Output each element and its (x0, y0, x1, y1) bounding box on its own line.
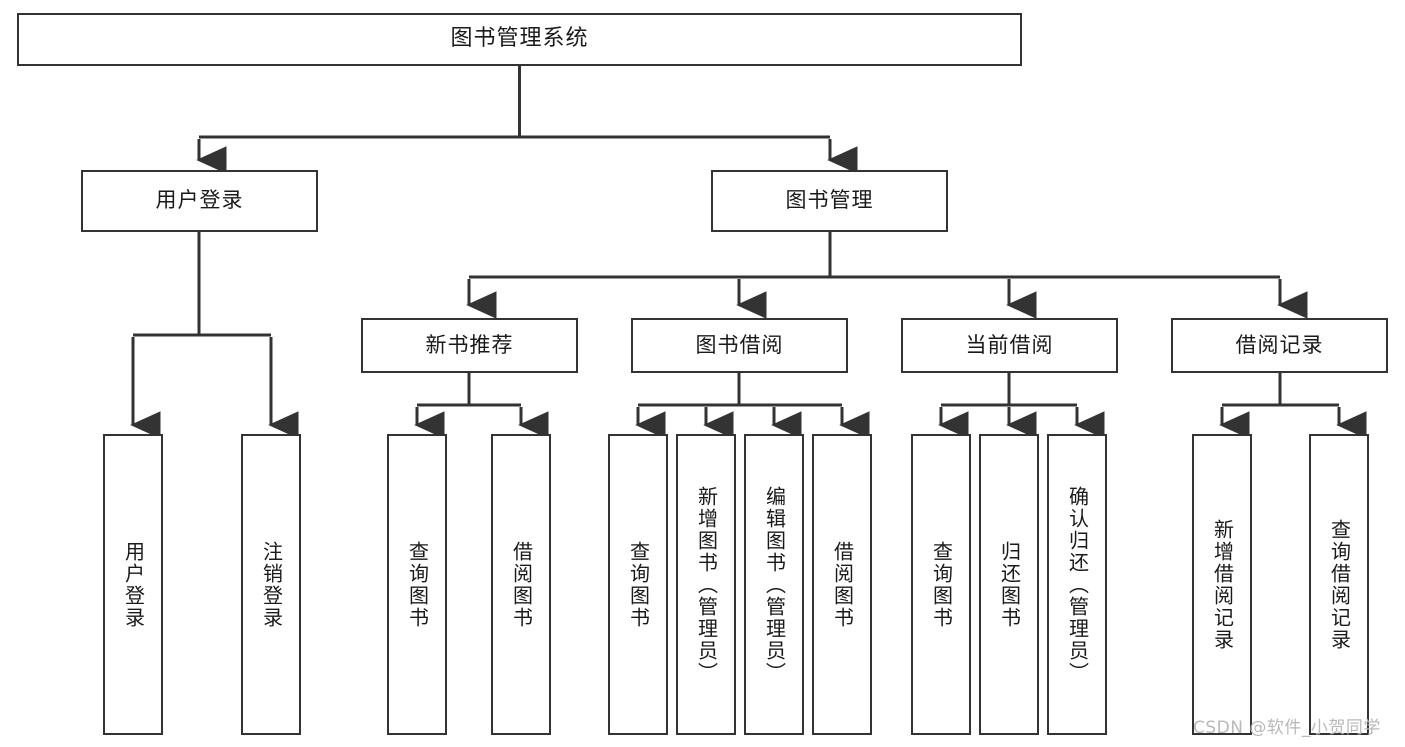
node-leaf-new-book-query[interactable]: 查询图书 (387, 434, 447, 735)
node-book-management[interactable]: 图书管理 (711, 170, 948, 232)
node-leaf-book-borrow-query[interactable]: 查询图书 (608, 434, 668, 735)
node-leaf-book-borrow-borrow-label: 借阅图书 (830, 540, 855, 629)
node-leaf-borrow-records-add-label: 新增借阅记录 (1210, 518, 1235, 651)
node-leaf-current-borrow-query-label: 查询图书 (929, 540, 954, 629)
node-leaf-user-login-signout[interactable]: 注销登录 (241, 434, 301, 735)
node-current-borrow[interactable]: 当前借阅 (901, 318, 1118, 373)
node-book-management-label: 图书管理 (785, 188, 874, 213)
node-leaf-borrow-records-query[interactable]: 查询借阅记录 (1309, 434, 1369, 735)
node-leaf-book-borrow-edit[interactable]: 编辑图书（管理员） (744, 434, 804, 735)
node-leaf-book-borrow-query-label: 查询图书 (626, 540, 651, 629)
node-leaf-user-login-signout-label: 注销登录 (259, 540, 284, 629)
node-leaf-new-book-borrow[interactable]: 借阅图书 (491, 434, 551, 735)
node-leaf-current-borrow-confirm[interactable]: 确认归还（管理员） (1047, 434, 1107, 735)
node-borrow-records[interactable]: 借阅记录 (1171, 318, 1388, 373)
node-leaf-new-book-borrow-label: 借阅图书 (509, 540, 534, 629)
node-new-book-recommend[interactable]: 新书推荐 (361, 318, 578, 373)
node-leaf-user-login-signin[interactable]: 用户登录 (103, 434, 163, 735)
node-book-borrow-label: 图书借阅 (695, 332, 784, 357)
node-current-borrow-label: 当前借阅 (965, 332, 1054, 357)
node-leaf-book-borrow-add-label: 新增图书（管理员） (694, 485, 719, 684)
node-leaf-book-borrow-borrow[interactable]: 借阅图书 (812, 434, 872, 735)
node-borrow-records-label: 借阅记录 (1235, 332, 1324, 357)
node-leaf-new-book-query-label: 查询图书 (405, 540, 430, 629)
node-leaf-current-borrow-confirm-label: 确认归还（管理员） (1065, 485, 1090, 684)
node-leaf-current-borrow-return-label: 归还图书 (997, 540, 1022, 629)
node-book-borrow[interactable]: 图书借阅 (631, 318, 848, 373)
node-leaf-borrow-records-add[interactable]: 新增借阅记录 (1192, 434, 1252, 735)
csdn-watermark: CSDN @软件_小贺同学 (1193, 718, 1381, 738)
node-leaf-current-borrow-query[interactable]: 查询图书 (911, 434, 971, 735)
node-new-book-recommend-label: 新书推荐 (425, 332, 514, 357)
node-leaf-user-login-signin-label: 用户登录 (121, 540, 146, 629)
node-leaf-current-borrow-return[interactable]: 归还图书 (979, 434, 1039, 735)
node-user-login-label: 用户登录 (155, 188, 244, 213)
node-root-system-label: 图书管理系统 (450, 26, 589, 52)
node-leaf-borrow-records-query-label: 查询借阅记录 (1327, 518, 1352, 651)
node-user-login[interactable]: 用户登录 (81, 170, 318, 232)
node-leaf-book-borrow-edit-label: 编辑图书（管理员） (762, 485, 787, 684)
node-leaf-book-borrow-add[interactable]: 新增图书（管理员） (676, 434, 736, 735)
node-root-system[interactable]: 图书管理系统 (17, 13, 1022, 66)
